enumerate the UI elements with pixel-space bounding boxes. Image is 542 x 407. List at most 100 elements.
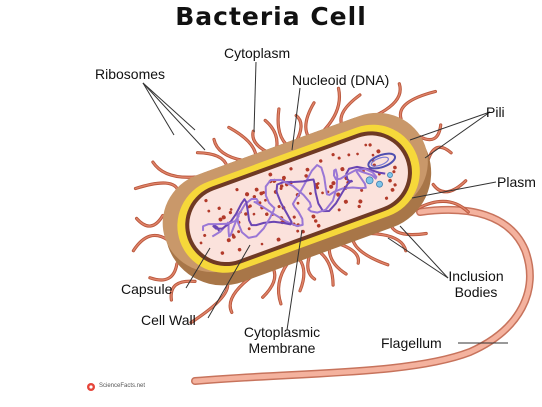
pilus-highlight <box>196 152 228 168</box>
label-nucleoid: Nucleoid (DNA) <box>292 72 390 88</box>
ribosome <box>314 219 318 223</box>
ribosome <box>331 181 336 186</box>
ribosome <box>229 208 233 211</box>
ribosome <box>248 204 252 208</box>
ribosome <box>371 153 375 157</box>
pilus-highlight <box>295 114 302 142</box>
ribosome <box>368 143 372 147</box>
pilus <box>169 279 197 302</box>
ribosome <box>244 212 248 216</box>
pilus-highlight <box>307 254 316 280</box>
label-flagellum: Flagellum <box>381 335 442 351</box>
ribosome <box>264 198 267 202</box>
ribosome <box>305 167 310 172</box>
pilus-highlight <box>328 247 347 275</box>
ribosome <box>244 192 250 197</box>
pilus-highlight <box>135 214 164 227</box>
ribosome <box>360 188 364 192</box>
label-cell-wall: Cell Wall <box>141 312 196 328</box>
ribosome <box>254 187 259 192</box>
ribosome <box>347 153 351 157</box>
ribosome <box>316 223 321 228</box>
ribosome <box>357 204 361 209</box>
ribosome <box>268 172 273 177</box>
pilus-highlight <box>132 234 169 252</box>
ribosome <box>228 210 233 215</box>
ribosome <box>321 191 324 195</box>
ribosome <box>337 156 341 160</box>
ribosome <box>364 143 368 147</box>
ribosome <box>207 209 211 213</box>
ribosome <box>319 159 323 163</box>
ribosome <box>304 174 308 178</box>
ribosome <box>252 212 256 216</box>
pilus-highlight <box>228 126 257 157</box>
ribosome <box>279 187 283 190</box>
ribosome <box>226 238 231 243</box>
ribosome <box>309 192 312 195</box>
pilus-highlight <box>418 124 442 141</box>
label-cyto-membrane-line2: Membrane <box>248 340 316 356</box>
label-cyto-membrane-line1: Cytoplasmic <box>243 324 321 340</box>
sciencefacts-logo-icon <box>87 383 95 391</box>
label-inclusion-line1: Inclusion <box>448 268 504 284</box>
ribosome <box>265 212 269 216</box>
pilus-highlight <box>262 267 276 298</box>
dna-strand <box>212 165 386 232</box>
ribosome <box>259 191 264 196</box>
ribosome <box>358 199 363 204</box>
ribosome <box>337 208 341 212</box>
ribosome <box>277 204 281 209</box>
ribosome <box>376 149 381 154</box>
label-inclusion-bodies: Inclusion Bodies <box>443 268 509 300</box>
ribosome <box>199 241 203 245</box>
label-ribosomes: Ribosomes <box>95 66 166 82</box>
pointer-lines <box>142 61 508 344</box>
ribosome <box>296 229 300 233</box>
dna-strand <box>211 164 373 238</box>
ribosome <box>384 196 389 200</box>
ribosome <box>237 247 242 252</box>
pilus-highlight <box>277 108 288 146</box>
pilus-highlight <box>352 238 389 266</box>
ribosome <box>203 233 207 237</box>
ribosome <box>296 201 300 205</box>
pilus <box>148 262 179 282</box>
pilus-highlight <box>339 243 360 264</box>
pilus-highlight <box>427 146 452 161</box>
pilus-highlight <box>213 138 244 162</box>
plasmid <box>367 152 397 170</box>
diagram-title: Bacteria Cell <box>175 2 367 31</box>
label-cytoplasm: Cytoplasm <box>224 45 291 61</box>
ribosome <box>388 178 392 183</box>
ribosome <box>356 152 359 156</box>
ribosome <box>292 215 296 219</box>
dna-strand <box>202 168 378 239</box>
pilus-highlight <box>170 280 196 301</box>
ribosome <box>336 192 341 197</box>
pilus-highlight <box>399 90 437 120</box>
pilus-highlight <box>264 119 278 149</box>
label-cytoplasmic-membrane: Cytoplasmic Membrane <box>236 324 328 356</box>
pilus-highlight <box>298 258 305 292</box>
ribosome <box>231 233 235 237</box>
ribosome <box>329 185 333 188</box>
ribosome <box>393 183 397 187</box>
label-plasmid: Plasm <box>497 174 536 190</box>
ribosome <box>252 195 257 199</box>
ribosome <box>204 198 208 203</box>
ribosome <box>316 182 320 185</box>
ribosome <box>247 227 251 231</box>
pilus-highlight <box>252 130 268 153</box>
ribosome <box>393 165 397 170</box>
inclusion-bodies <box>365 172 393 188</box>
pilus-highlight <box>149 263 178 281</box>
ribosome <box>289 167 293 171</box>
pilus-highlight <box>318 251 334 286</box>
ribosome <box>343 199 348 204</box>
ribosome <box>221 215 226 220</box>
pilus-highlight <box>277 262 289 305</box>
ribosome <box>390 187 395 192</box>
pilus-highlight <box>305 102 315 138</box>
